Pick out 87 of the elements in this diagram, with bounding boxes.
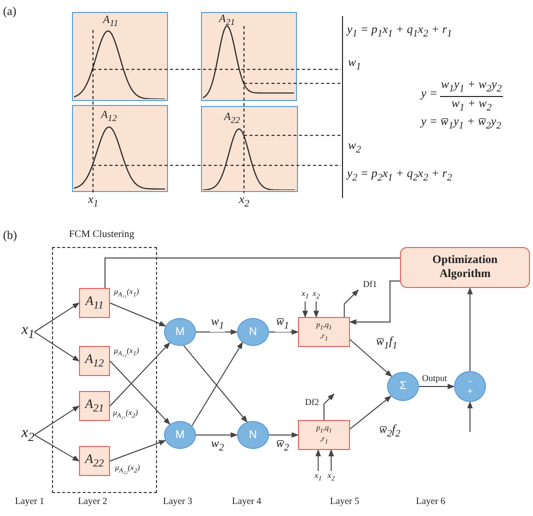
equation: w$_{1}$ + w$_{2}$	[452, 97, 492, 114]
arrow	[315, 449, 321, 472]
arrow	[328, 449, 334, 472]
arrow	[350, 396, 392, 430]
edge-label: Df1	[362, 279, 378, 290]
arrow	[196, 329, 238, 335]
layer-label: Layer 3	[163, 497, 192, 508]
fuzzy-set-box	[79, 288, 110, 318]
operator-label: -	[468, 376, 472, 386]
operator-label: +	[467, 386, 473, 396]
arrow	[110, 342, 170, 406]
neuron-circle	[164, 318, 196, 346]
fuzzy-set-box	[79, 446, 110, 476]
neuron-circle	[454, 371, 486, 402]
operator-label: N	[249, 326, 257, 338]
arrow	[183, 345, 248, 423]
fuzzy-set-box	[79, 346, 110, 376]
layer-label: Layer 4	[232, 497, 262, 508]
arrow	[192, 342, 243, 426]
variable-label: x$_{2}$	[328, 471, 335, 484]
arrow	[313, 301, 319, 318]
arrow	[110, 440, 166, 462]
plot-title: A$_{11}$	[103, 14, 118, 29]
fuzzy-set-box	[79, 391, 110, 421]
box-label: Optimization Algorithm	[431, 254, 499, 281]
arrow	[268, 432, 299, 438]
arrow	[34, 406, 80, 436]
edge-label: w̅$_{1}$	[275, 315, 290, 332]
arrow	[324, 394, 334, 420]
layer-label: Layer 6	[416, 497, 446, 508]
variable-label: x$_{1}$	[302, 289, 309, 302]
edge-label: μ$_{A₁₁}$(x$_{1}$)	[113, 287, 140, 300]
arrow	[110, 302, 166, 326]
arrow	[349, 280, 400, 325]
operator-label: N	[249, 428, 257, 442]
neuron-circle	[237, 421, 269, 449]
panel-label: (b)	[3, 229, 17, 243]
variable-label: x$_{2}$	[22, 425, 34, 445]
arrow	[196, 432, 238, 438]
arrow	[350, 339, 392, 377]
plot-title: A$_{21}$	[219, 13, 235, 28]
edge-label: μ$_{A₂₂}$(x$_{2}$)	[114, 463, 141, 476]
neuron-circle	[164, 421, 196, 449]
variable-label: x$_{1}$	[22, 322, 34, 342]
operator-label: M	[175, 428, 185, 442]
arrow	[268, 329, 299, 335]
layer-label: Layer 1	[15, 497, 44, 508]
axis-label: x$_{2}$	[239, 193, 250, 210]
arrow	[34, 331, 80, 362]
layer-label: Layer 5	[330, 497, 360, 508]
layer-label: Layer 2	[78, 497, 108, 508]
weight-label: w$_{2}$	[348, 139, 362, 156]
arrow	[34, 434, 80, 462]
edge-label: μ$_{A₂₁}$(x$_{2}$)	[112, 408, 139, 420]
arrow	[344, 290, 359, 318]
arrow	[302, 301, 308, 318]
equation: y$_{1}$ = p$_{1}$x$_{1}$ + q$_{1}$x$_{2}$ + r$_{1}$	[347, 23, 452, 40]
arrow	[110, 360, 170, 425]
equation: y =	[421, 87, 438, 101]
panel-label: (a)	[3, 5, 16, 19]
arrow	[418, 384, 455, 390]
edge-label: Df2	[304, 397, 320, 408]
set-label: A$_{11}$	[86, 294, 104, 312]
edge-label: Output	[421, 373, 448, 384]
variable-label: x$_{2}$	[312, 289, 320, 302]
neuron-circle	[237, 318, 269, 346]
group-title: FCM Clustering	[69, 229, 134, 240]
plot-title: A$_{12}$	[101, 109, 117, 124]
axis-label: x$_{1}$	[88, 193, 98, 210]
equation: y$_{2}$ = p$_{2}$x$_{1}$ + q$_{2}$x$_{2}$ + r$_{2}$	[347, 167, 452, 184]
equation: w$_{1}$y$_{1}$ + w$_{2}$y$_{2}$	[441, 78, 502, 95]
arrow	[467, 401, 473, 432]
plot-title: A$_{22}$	[224, 111, 240, 126]
edge-label: μ$_{A₁₂}$(x$_{1}$)	[113, 346, 140, 358]
variable-label: x$_{1}$	[314, 471, 322, 484]
neuron-circle	[387, 372, 419, 401]
connector-line	[104, 258, 400, 288]
equation: y = w̅$_{1}$y$_{1}$ + w̅$_{2}$y$_{2}$	[421, 115, 502, 132]
set-label: A$_{22}$	[85, 452, 104, 470]
weight-label: w$_{1}$	[348, 56, 362, 73]
set-label: A$_{12}$	[85, 352, 104, 370]
arrow	[34, 302, 80, 332]
process-box	[400, 247, 530, 288]
arrow	[467, 287, 473, 372]
set-label: A$_{21}$	[85, 396, 104, 416]
operator-label: Σ	[400, 380, 406, 393]
operator-label: M	[175, 326, 185, 338]
